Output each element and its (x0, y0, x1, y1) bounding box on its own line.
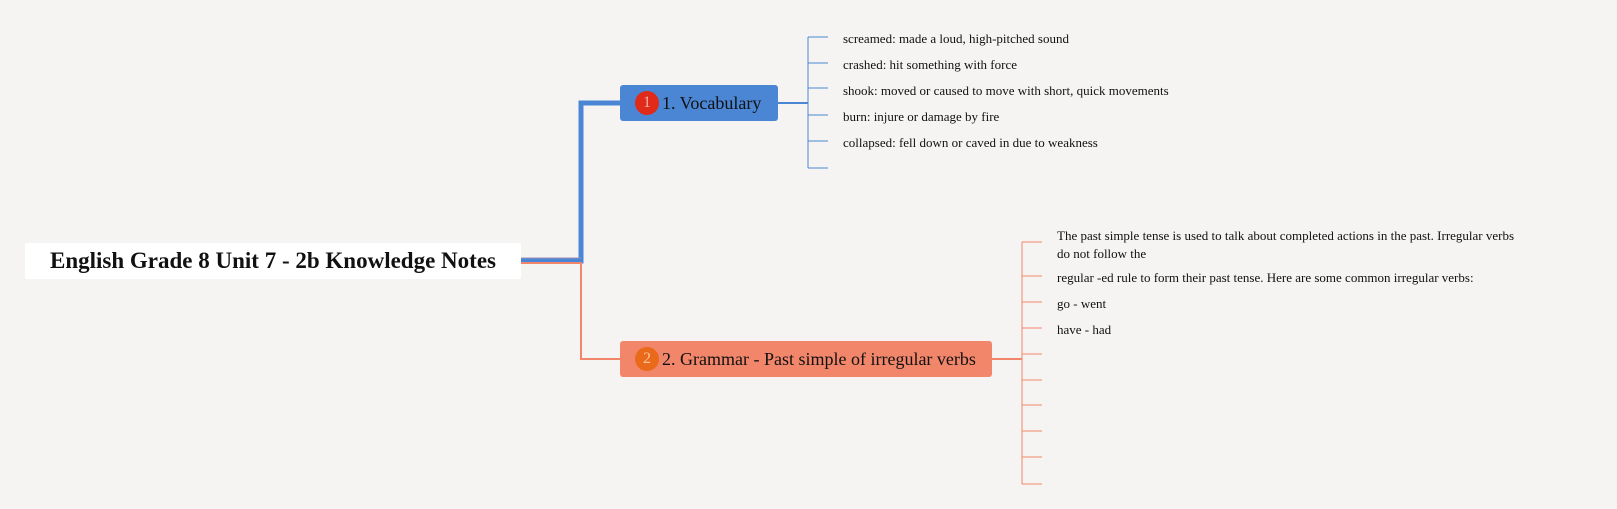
vocabulary-leaf-collapsed[interactable]: collapsed: fell down or caved in due to … (843, 135, 1098, 150)
grammar-leaf-definition-line2[interactable]: do not follow the (1057, 246, 1147, 261)
grammar-leaf-definition-line1[interactable]: The past simple tense is used to talk ab… (1057, 228, 1515, 243)
branch-grammar[interactable]: 2 2. Grammar - Past simple of irregular … (620, 341, 992, 377)
branch-vocabulary[interactable]: 1 1. Vocabulary (620, 85, 778, 121)
grammar-leaf-go-went[interactable]: go - went (1057, 296, 1107, 311)
branch-vocabulary-label: 1. Vocabulary (662, 93, 762, 113)
vocabulary-leaf-crashed[interactable]: crashed: hit something with force (843, 57, 1018, 72)
vocabulary-leaf-burn[interactable]: burn: injure or damage by fire (843, 109, 1000, 124)
connector-root-vocabulary (521, 100, 620, 264)
vocabulary-leaf-shook[interactable]: shook: moved or caused to move with shor… (843, 83, 1169, 98)
grammar-leaf-bracket (992, 241, 1042, 485)
grammar-leaf-have-had[interactable]: have - had (1057, 322, 1112, 337)
priority-badge-2-icon: 2 (635, 347, 659, 371)
grammar-leaf-rule[interactable]: regular -ed rule to form their past tens… (1057, 270, 1474, 285)
vocabulary-leaf-bracket (778, 36, 828, 169)
branch-grammar-label: 2. Grammar - Past simple of irregular ve… (662, 349, 976, 369)
connector-root-grammar (521, 262, 620, 360)
priority-badge-1-icon: 1 (635, 91, 659, 115)
root-topic[interactable]: English Grade 8 Unit 7 - 2b Knowledge No… (25, 243, 521, 279)
vocabulary-leaf-screamed[interactable]: screamed: made a loud, high-pitched soun… (843, 31, 1069, 46)
